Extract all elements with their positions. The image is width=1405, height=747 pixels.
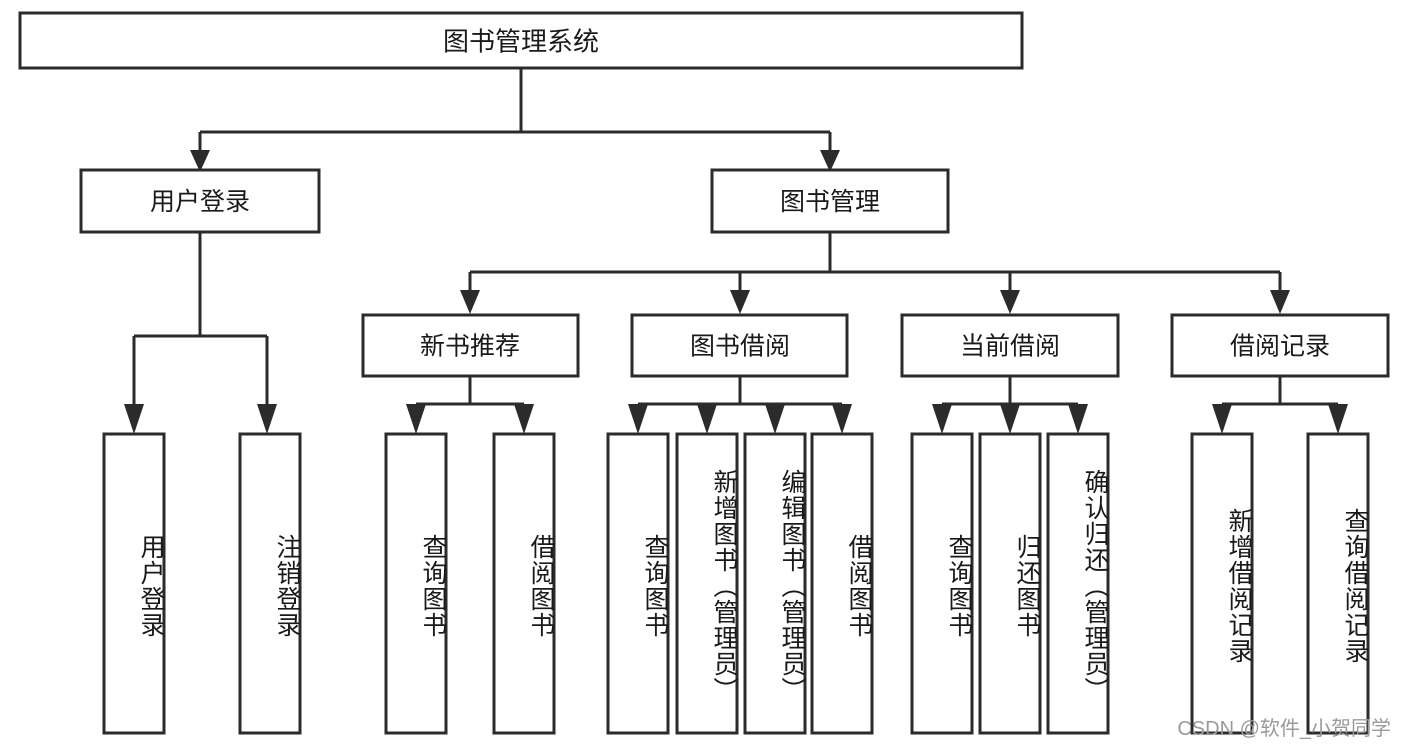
node-new-book-recommend-label: 新书推荐 xyxy=(420,333,520,361)
node-book-borrow[interactable]: 图书借阅 xyxy=(630,313,849,378)
arrowhead-icon xyxy=(730,290,750,314)
leaf-box-borrow-edit[interactable] xyxy=(743,432,807,735)
node-book-management[interactable]: 图书管理 xyxy=(710,168,950,234)
arrowhead-icon xyxy=(820,150,840,172)
node-user-login[interactable]: 用户登录 xyxy=(79,168,321,234)
leaf-box-record-query[interactable] xyxy=(1306,432,1370,735)
node-borrow-record[interactable]: 借阅记录 xyxy=(1170,313,1390,378)
arrowhead-icon xyxy=(1000,290,1020,314)
arrowhead-icon xyxy=(628,404,648,434)
arrowhead-icon xyxy=(832,404,852,434)
node-borrow-record-label: 借阅记录 xyxy=(1230,333,1330,361)
watermark-text: CSDN @软件_小贺同学 xyxy=(1177,718,1391,740)
node-new-book-recommend[interactable]: 新书推荐 xyxy=(361,313,580,378)
node-book-management-label: 图书管理 xyxy=(780,188,880,216)
node-root[interactable]: 图书管理系统 xyxy=(18,11,1024,70)
node-current-borrow-label: 当前借阅 xyxy=(960,333,1060,361)
arrowhead-icon xyxy=(406,404,426,434)
connector-userlogin-to-leaves xyxy=(132,232,269,405)
node-book-borrow-label: 图书借阅 xyxy=(690,333,790,361)
arrowhead-icon xyxy=(257,404,277,434)
node-layer: 图书管理系统 用户登录 图书管理 新书推荐 图书借阅 xyxy=(18,11,1390,735)
leaf-boxes xyxy=(102,432,1370,735)
connector-borrowrecord-to-leaves xyxy=(1220,376,1340,420)
arrowhead-icon xyxy=(1068,404,1088,434)
leaf-box-recommend-borrow[interactable] xyxy=(492,432,556,735)
arrowhead-icon xyxy=(514,404,534,434)
arrowhead-icon xyxy=(1328,404,1348,434)
connector-recommend-to-leaves xyxy=(414,376,526,420)
node-user-login-label: 用户登录 xyxy=(150,188,250,216)
arrowhead-icon xyxy=(765,404,785,434)
leaf-box-user-login[interactable] xyxy=(102,432,166,735)
leaf-box-record-add[interactable] xyxy=(1190,432,1254,735)
arrowhead-icon xyxy=(460,290,480,314)
leaf-box-current-query[interactable] xyxy=(910,432,974,735)
connector-bookmgmt-to-level3 xyxy=(468,232,1282,292)
arrowhead-icon xyxy=(932,404,952,434)
leaf-box-current-return[interactable] xyxy=(978,432,1042,735)
leaf-box-current-confirm[interactable] xyxy=(1046,432,1110,735)
leaf-box-borrow-query[interactable] xyxy=(606,432,670,735)
leaf-box-borrow-add[interactable] xyxy=(675,432,739,735)
node-root-label: 图书管理系统 xyxy=(443,27,599,57)
arrowhead-icon xyxy=(1212,404,1232,434)
connector-root-to-level2 xyxy=(198,68,832,152)
leaf-box-user-logout[interactable] xyxy=(238,432,302,735)
leaf-box-recommend-query[interactable] xyxy=(384,432,448,735)
arrowhead-layer xyxy=(124,150,1348,434)
node-current-borrow[interactable]: 当前借阅 xyxy=(900,313,1120,378)
connector-bookborrow-to-leaves xyxy=(636,376,844,420)
arrowhead-icon xyxy=(124,404,144,434)
arrowhead-icon xyxy=(190,150,210,172)
arrowhead-icon xyxy=(1270,290,1290,314)
arrowhead-icon xyxy=(697,404,717,434)
arrowhead-icon xyxy=(1000,404,1020,434)
connector-layer xyxy=(132,68,1340,420)
leaf-box-borrow-do[interactable] xyxy=(810,432,874,735)
